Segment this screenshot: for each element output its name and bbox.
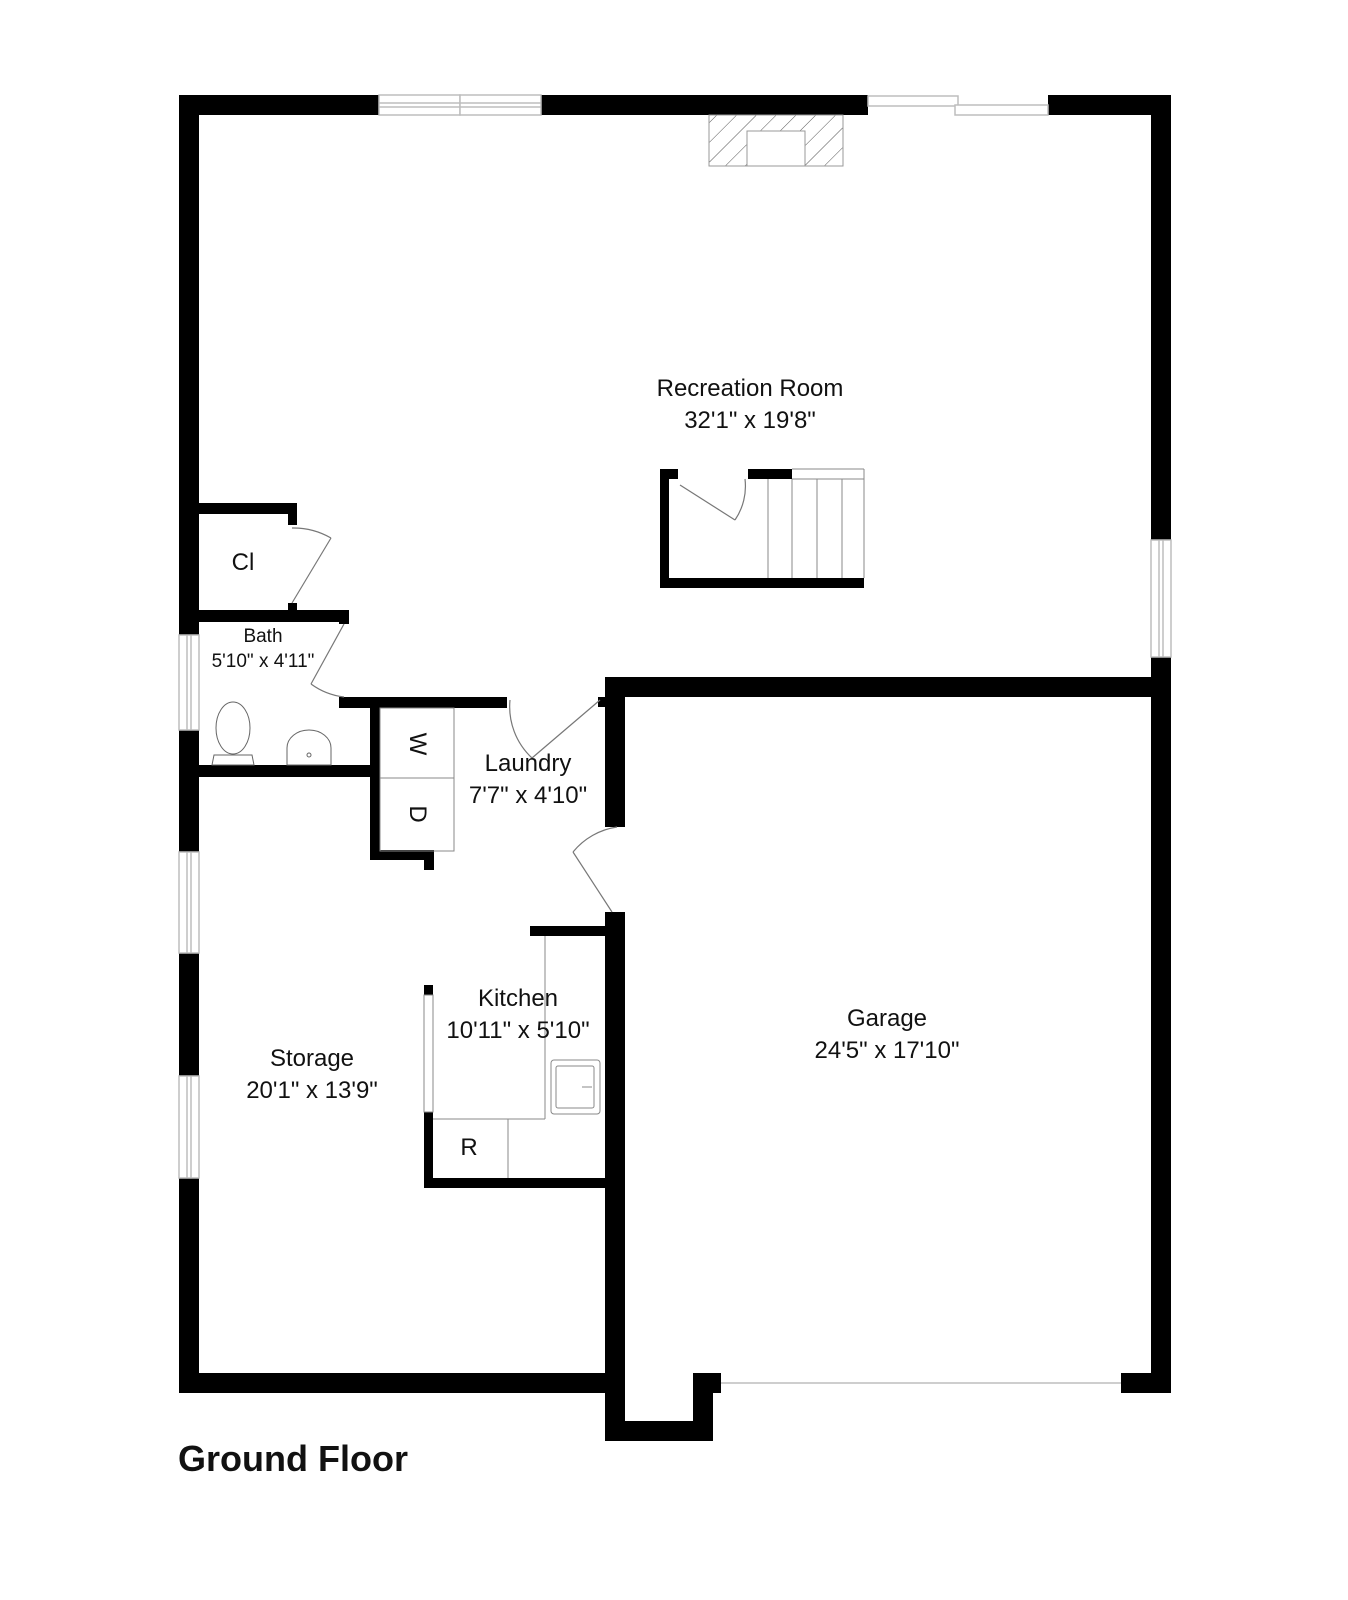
kitchen-counters xyxy=(423,936,601,1178)
room-size: 5'10" x 4'11" xyxy=(211,651,315,672)
dryer-label: D xyxy=(404,805,431,823)
staircase xyxy=(767,468,865,578)
room-name: Bath xyxy=(243,626,283,647)
room-name: Storage xyxy=(269,1045,355,1072)
room-size: 20'1" x 13'9" xyxy=(246,1077,378,1104)
room-name: Garage xyxy=(846,1005,928,1032)
room-storage: Storage 20'1" x 13'9" xyxy=(246,1043,378,1107)
fireplace xyxy=(708,114,844,167)
washer-dryer xyxy=(379,707,455,852)
windows xyxy=(178,94,1172,1384)
refrigerator-label: R xyxy=(460,1134,478,1161)
floor-title: Ground Floor xyxy=(178,1438,408,1479)
room-closet: Cl xyxy=(232,547,255,579)
bath-fixtures xyxy=(211,701,332,766)
room-kitchen: Kitchen 10'11" x 5'10" xyxy=(446,983,589,1047)
room-name: Recreation Room xyxy=(656,375,844,402)
room-laundry: Laundry 7'7" x 4'10" xyxy=(469,748,587,812)
room-garage: Garage 24'5" x 17'10" xyxy=(815,1003,960,1067)
room-size: 10'11" x 5'10" xyxy=(446,1017,590,1044)
room-name: Cl xyxy=(231,549,255,576)
doors xyxy=(291,478,747,913)
room-name: Kitchen xyxy=(477,985,559,1012)
exterior-walls xyxy=(179,95,1171,1441)
room-bath: Bath 5'10" x 4'11" xyxy=(212,624,315,674)
interior-walls xyxy=(199,469,1171,1393)
room-recreation: Recreation Room 32'1" x 19'8" xyxy=(657,373,844,437)
room-size: 24'5" x 17'10" xyxy=(814,1037,960,1064)
room-size: 7'7" x 4'10" xyxy=(468,782,588,809)
room-name: Laundry xyxy=(484,750,572,777)
room-size: 32'1" x 19'8" xyxy=(684,407,816,434)
washer-label: W xyxy=(404,732,431,756)
